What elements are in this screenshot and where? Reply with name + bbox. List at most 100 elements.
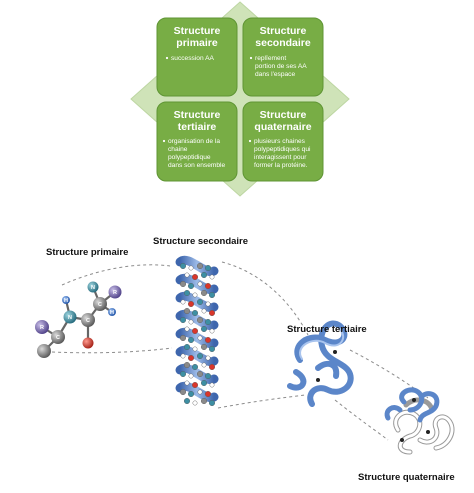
secondary-structure-helix [175,255,219,407]
box-tertiary-structure: Structure tertiaire organisation de la c… [156,101,238,182]
helix-ribbon-turn [175,363,219,385]
tertiary-ribbon [287,369,307,391]
helix-atom [208,364,215,371]
atom-n-label: N [91,285,95,291]
box-quaternary-title-line2: quaternaire [254,121,311,133]
helix-atom [180,299,186,305]
helix-atom [179,389,186,396]
helix-atom [179,317,186,324]
box-quaternary-title-line1: Structure [260,109,307,121]
box-primary-bullet-line1: succession AA [171,55,214,62]
box-quaternary-bullet-line3: interagissent pour [254,154,307,161]
atom-nitrogen-icon [63,310,77,324]
helix-atom [209,382,215,388]
box-quaternary-bullet-line1: plusieurs chaines [254,138,306,145]
tertiary-ribbon [294,320,354,407]
helix-atom [209,328,215,334]
helix-atom [187,391,194,398]
atom-r-label: R [113,290,117,296]
helix-atom [184,326,190,332]
atom-r-group-icon [35,320,49,334]
helix-atom [196,317,203,324]
helix-atom [191,382,198,389]
helix-ribbon-turn [175,381,219,403]
helix-atom [179,371,186,378]
quaternary-subunit-white-core [394,410,454,454]
helix-atom [179,281,186,288]
tertiary-structure-fold [287,320,354,407]
quaternary-subunit-blue [384,387,440,423]
helix-atom [188,319,194,325]
helix-atom [183,290,190,297]
atom-hydrogen-icon [62,296,70,304]
helix-atom [196,371,203,378]
tertiary-ribbon-highlight [299,328,345,360]
bullet-dot [249,56,253,60]
helix-ribbon-turn [175,291,219,313]
box-tertiary-bullet-line2: chaine [168,146,188,153]
helix-atom [204,265,211,272]
atom-h-label: H [110,310,114,316]
helix-atom [200,344,207,351]
helix-atom [197,335,203,341]
helix-atom [200,380,207,387]
helix-ribbon-turn [175,345,219,367]
atom-r-group-icon [108,285,122,299]
quaternary-structure-complex [384,387,455,455]
helix-atom [208,346,215,353]
helix-atom [196,299,203,306]
tertiary-ribbon [315,360,340,379]
helix-atom [192,346,198,352]
helix-atom [191,328,198,335]
connector-tertiary-quaternary-bottom [334,399,389,441]
atom-c-label: C [98,302,102,308]
helix-ribbon-turn [175,255,219,277]
bullet-dot [248,139,252,143]
box-secondary-title-line2: secondaire [255,37,311,49]
helix-atom [205,301,211,307]
helix-atom [204,319,211,326]
atom-c-label: C [56,335,60,341]
helix-atom [184,272,190,278]
box-quaternary-bullet-line2: polypeptidiques qui [254,146,311,153]
connector-secondary-tertiary-top [221,261,309,336]
helix-atom [204,391,211,398]
atom-c-label: C [86,318,90,324]
helix-atom [201,308,207,314]
helix-atom [191,310,198,317]
helix-atom [184,380,190,386]
helix-atom [180,353,186,359]
atom-h-label: H [64,298,68,304]
box-tertiary-bullet-line1: organisation de la [168,138,220,145]
helix-atom [196,353,203,360]
tertiary-fold-dot [333,350,337,354]
atom-carbon-icon [81,313,95,327]
helix-atom [188,373,194,379]
helix-atom [191,274,198,281]
box-primary-title-line2: primaire [176,37,218,49]
helix-atom [191,364,198,371]
helix-ribbon-turn [175,273,219,295]
box-primary-title-line1: Structure [174,25,221,37]
helix-atom [204,373,211,380]
helix-atom [200,398,207,405]
bullet-dot [165,56,169,60]
box-quaternary-bullet-line4: former la protéine. [254,162,308,169]
helix-atom [183,398,190,405]
helix-atom [197,281,203,287]
helix-atom [204,337,211,344]
helix-atom [188,265,194,271]
box-secondary-structure: Structure secondaire replîement portion … [242,17,324,97]
atom-nitrogen-icon [87,281,99,293]
helix-atom [183,308,190,315]
helix-atom [196,263,203,270]
protein-structures-illustration: R C N H C C R H N [35,236,455,483]
helix-ribbon-turn [175,327,219,349]
helix-atom [200,272,207,279]
helix-atom [200,326,207,333]
box-tertiary-title-line2: tertiaire [178,121,217,133]
helix-atom [179,335,186,342]
atom-hydrogen-icon [108,308,116,316]
box-secondary-bullet-line3: dans l'espace [255,71,295,78]
